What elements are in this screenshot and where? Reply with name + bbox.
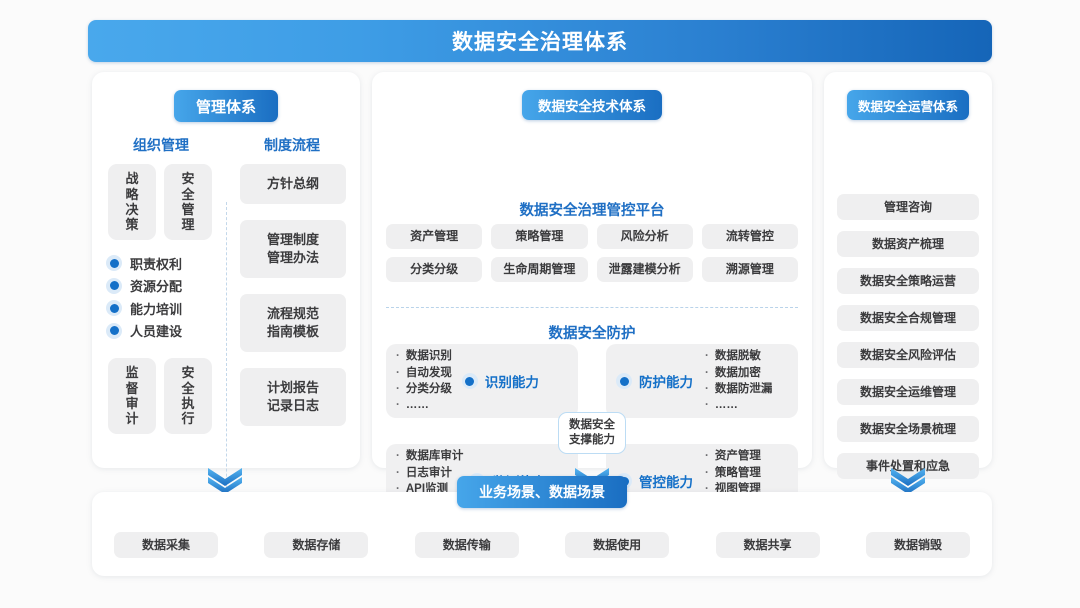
identify-item: 自动发现 [396,365,452,381]
org-box-strategy-c2: 略 [125,186,139,202]
process-box-policy-outline[interactable]: 方针总纲 [240,164,346,204]
platform-chip-classification[interactable]: 分类分级 [386,257,483,282]
protect-item-list: 数据脱敏 数据加密 数据防泄漏 …… [705,348,773,413]
platform-title: 数据安全治理管控平台 [519,203,665,219]
operations-item-compliance[interactable]: 数据安全合规管理 [837,305,979,331]
bullet-dot-icon [616,373,632,389]
operations-system-header[interactable]: 数据安全运营体系 [846,90,969,120]
org-box-security-exec-c2: 全 [181,380,195,396]
process-box-plan-report[interactable]: 计划报告 记录日志 [240,368,346,426]
org-box-security-exec-c3: 执 [181,396,195,411]
org-bullet-item[interactable]: 能力培训 [106,299,226,318]
identify-capability-label: 识别能力 [461,371,539,391]
protect-capability-label: 防护能力 [616,371,693,391]
process-box-process-spec[interactable]: 流程规范 指南模板 [240,294,346,352]
lifecycle-chip-store[interactable]: 数据存储 [264,532,369,558]
bullet-dot-icon [461,373,478,389]
operations-item-asset-inventory[interactable]: 数据资产梳理 [837,231,979,257]
operations-item-risk-assessment[interactable]: 数据安全风险评估 [837,342,979,368]
protect-item: 数据加密 [705,365,772,381]
protect-item: 数据脱敏 [705,348,772,364]
protect-item: …… [705,397,772,413]
defense-title: 数据安全防护 [548,326,636,342]
process-column-title: 制度流程 [264,137,320,153]
identify-item: 数据识别 [396,348,452,364]
platform-chip-asset-mgmt[interactable]: 资产管理 [386,224,483,249]
protect-item: 数据防泄漏 [705,381,773,397]
chevron-down-icon [208,468,242,494]
diagram-title: 数据安全治理体系 [452,31,628,54]
org-box-strategy-c3: 决 [125,202,139,217]
bullet-dot-icon [106,300,122,316]
lifecycle-chip-transmit[interactable]: 数据传输 [414,532,519,558]
center-panel-divider [386,307,798,308]
platform-chip-policy-mgmt[interactable]: 策略管理 [491,224,588,249]
management-system-panel: 管理体系 组织管理 制度流程 战 略 决 策 安 全 管 理 职责权利 [92,72,360,532]
lifecycle-chip-collect[interactable]: 数据采集 [114,532,218,558]
operations-item-list: 管理咨询 数据资产梳理 数据安全策略运营 数据安全合规管理 数据安全风险评估 数… [837,194,979,490]
platform-chip-flow-control[interactable]: 流转管控 [701,224,798,249]
identify-item-list: 数据识别 自动发现 分类分级 …… [396,348,452,413]
operations-item-policy-ops[interactable]: 数据安全策略运营 [837,268,979,294]
org-box-security-mgmt-c4: 理 [181,217,195,233]
identify-item: 分类分级 [396,381,452,397]
operations-item-scenario-inventory[interactable]: 数据安全场景梳理 [837,416,979,442]
capability-quadrant-identify[interactable]: 数据识别 自动发现 分类分级 …… 识别能力 [386,344,578,418]
chevron-down-icon [891,468,925,494]
process-box-mgmt-rules[interactable]: 管理制度 管理办法 [240,220,346,278]
operations-item-consulting[interactable]: 管理咨询 [837,194,979,220]
capability-quadrant-protect[interactable]: 防护能力 数据脱敏 数据加密 数据防泄漏 …… [606,344,798,418]
platform-chip-risk-analysis[interactable]: 风险分析 [596,224,693,249]
lifecycle-chip-use[interactable]: 数据使用 [565,532,670,558]
lifecycle-chip-row: 数据采集 数据存储 数据传输 数据使用 数据共享 数据销毁 [114,532,970,558]
org-box-supervision-audit-c4: 计 [125,411,139,427]
technology-system-header[interactable]: 数据安全技术体系 [522,90,662,120]
lifecycle-chip-destroy[interactable]: 数据销毁 [865,532,970,558]
org-management-column-title: 组织管理 [133,137,189,153]
left-panel-divider [226,202,227,532]
monitor-item: 数据库审计 [396,448,464,464]
org-box-strategy-c4: 策 [125,217,139,233]
bullet-dot-icon [106,277,122,294]
platform-chip-lifecycle-mgmt[interactable]: 生命周期管理 [491,257,588,282]
identify-item: …… [396,397,452,413]
org-box-supervision-audit[interactable]: 监 督 审 计 [108,358,156,434]
org-bullet-item[interactable]: 资源分配 [106,276,226,295]
bullet-dot-icon [106,255,122,271]
operations-item-om-mgmt[interactable]: 数据安全运维管理 [837,379,979,405]
management-system-header[interactable]: 管理体系 [173,90,278,122]
scenarios-panel: 业务场景、数据场景 数据采集 数据存储 数据传输 数据使用 数据共享 数据销毁 [92,476,992,576]
org-box-security-exec-c1: 安 [181,365,195,381]
support-capability-badge: 数据安全 支撑能力 [558,412,626,454]
org-box-strategy-c1: 战 [125,171,139,187]
platform-chip-grid: 资产管理 策略管理 风险分析 流转管控 分类分级 生命周期管理 泄露建模分析 溯… [386,224,798,282]
org-box-supervision-audit-c3: 审 [125,396,139,411]
org-bullet-item[interactable]: 职责权利 [106,254,226,273]
technology-system-panel: 数据安全技术体系 数据安全治理管控平台 资产管理 策略管理 风险分析 流转管控 … [372,72,812,518]
org-bullet-list: 职责权利 资源分配 能力培训 人员建设 [92,250,226,344]
org-box-security-mgmt-c2: 全 [181,186,195,202]
org-bullet-item[interactable]: 人员建设 [106,321,226,340]
org-box-supervision-audit-c1: 监 [125,365,139,381]
monitor-item: 日志审计 [396,465,463,481]
control-item: 策略管理 [705,465,761,481]
org-box-security-mgmt-c3: 管 [181,202,195,217]
control-item: 资产管理 [705,448,761,464]
platform-chip-leak-modeling[interactable]: 泄露建模分析 [596,257,693,282]
platform-chip-traceability[interactable]: 溯源管理 [701,257,798,282]
bullet-dot-icon [106,322,122,339]
lifecycle-chip-share[interactable]: 数据共享 [715,532,820,558]
org-box-security-exec[interactable]: 安 全 执 行 [164,358,212,434]
org-box-strategy[interactable]: 战 略 决 策 [108,164,156,240]
scenarios-header[interactable]: 业务场景、数据场景 [457,476,627,508]
org-box-supervision-audit-c2: 督 [125,380,139,396]
diagram-title-bar: 数据安全治理体系 [88,20,992,62]
org-box-security-mgmt[interactable]: 安 全 管 理 [164,164,212,240]
org-box-security-exec-c4: 行 [181,411,195,427]
operations-system-panel: 数据安全运营体系 管理咨询 数据资产梳理 数据安全策略运营 数据安全合规管理 数… [824,72,992,479]
operations-item-incident-response[interactable]: 事件处置和应急 [837,453,979,479]
org-box-security-mgmt-c1: 安 [181,171,195,187]
